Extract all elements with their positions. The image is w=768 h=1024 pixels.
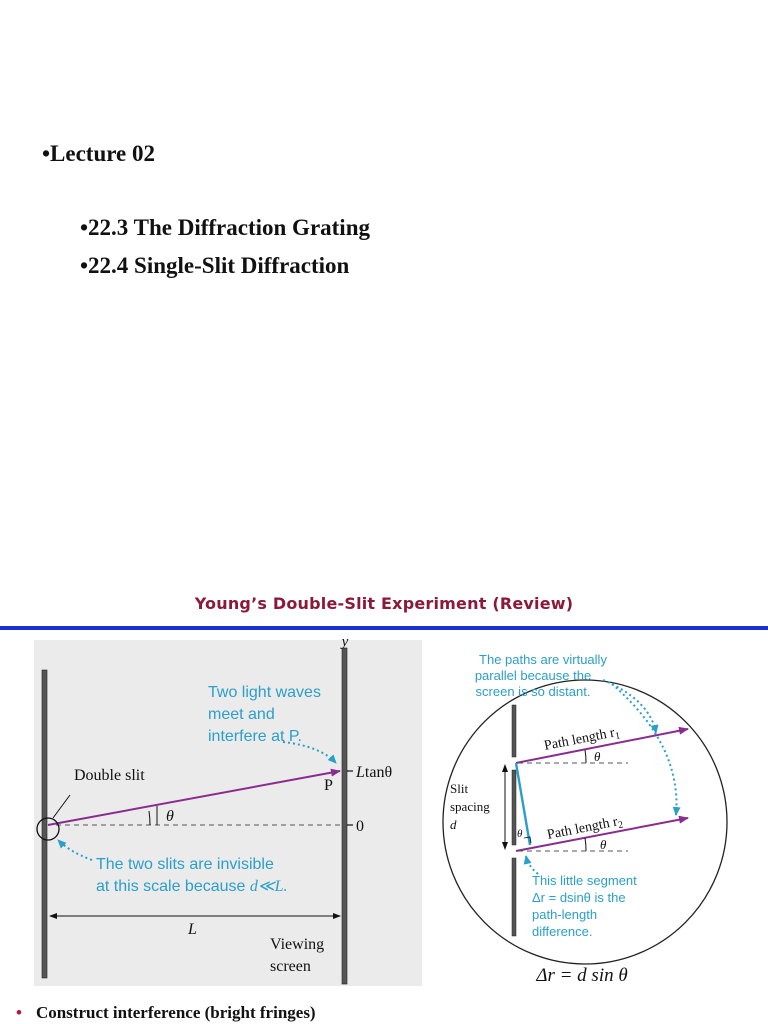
segment-arrow (523, 855, 539, 875)
barrier-bottom (511, 857, 517, 937)
bullet-dot: • (16, 1003, 22, 1022)
slit-label-line3: d (450, 817, 457, 832)
path-difference-formula: Δr = d sin θ (535, 965, 627, 986)
barrier-middle (511, 769, 517, 846)
path-ray-1 (515, 726, 689, 764)
segment-callout-line4: difference. (532, 924, 592, 939)
parallel-arrow-1 (602, 679, 659, 734)
slide-title: Young’s Double-Slit Experiment (Review) (194, 594, 574, 613)
topic-diffraction-grating: •22.3 The Diffraction Grating (80, 215, 370, 240)
paths-callout-line3: screen is so distant. (476, 684, 591, 699)
path-difference-segment (514, 762, 532, 846)
constructive-interference-bullet: • Construct interference (bright fringes) (16, 1003, 316, 1023)
magnifier-circle (442, 679, 728, 965)
paths-callout-line2: parallel because the (475, 668, 591, 683)
title-rule (0, 626, 768, 630)
theta-upper: θ (594, 749, 601, 764)
segment-callout-line3: path-length (532, 907, 597, 922)
topic-single-slit: •22.4 Single-Slit Diffraction (80, 253, 350, 278)
right-figure: The paths are virtually parallel because… (442, 652, 728, 986)
path-length-1-label: Path length r1 (543, 725, 621, 756)
segment-callout-line2: Δr = dsinθ is the (532, 890, 626, 905)
left-figure-background (34, 640, 422, 986)
path-length-2-label: Path length r2 (546, 814, 624, 845)
barrier-top (511, 704, 517, 758)
lecture-title: •Lecture 02 (42, 141, 156, 166)
theta-small: θ (517, 828, 523, 840)
segment-callout-line1: This little segment (532, 873, 637, 888)
slit-label-line2: spacing (450, 799, 490, 814)
theta-lower: θ (600, 837, 607, 852)
parallel-arrow-2 (611, 683, 681, 816)
slit-label-line1: Slit (450, 781, 468, 796)
path-ray-2 (515, 815, 689, 852)
paths-callout-line1: The paths are virtually (479, 652, 607, 667)
bullet-text: Construct interference (bright fringes) (35, 1003, 316, 1022)
